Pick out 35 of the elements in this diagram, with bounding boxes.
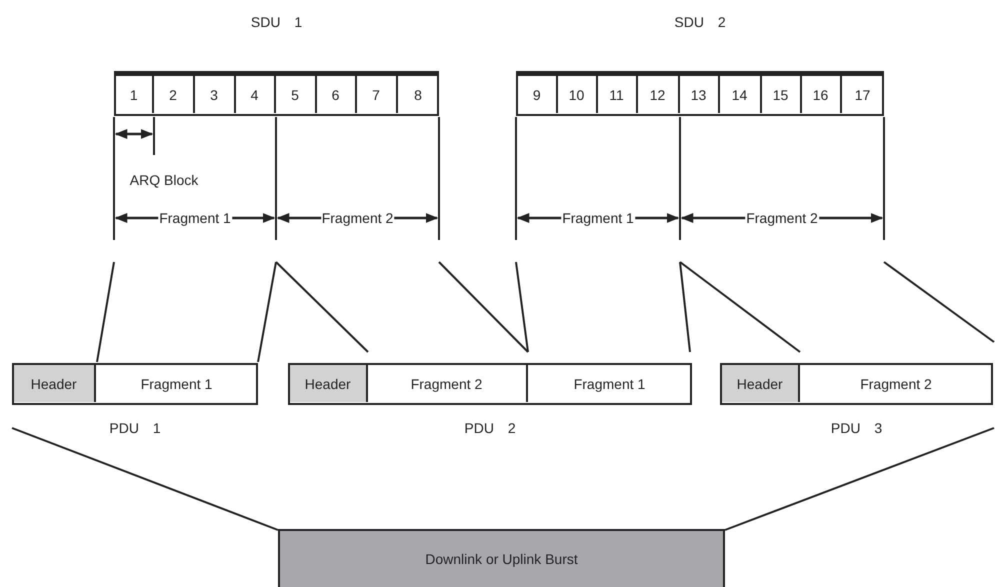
dimension-label: Fragment 2	[745, 210, 819, 226]
dimension-label: Fragment 2	[320, 210, 394, 226]
block-number: 15	[762, 73, 802, 113]
block-number: 11	[598, 73, 638, 113]
dimension-label: Fragment 1	[561, 210, 635, 226]
burst-box: Downlink or Uplink Burst	[278, 529, 725, 587]
block-number: 16	[802, 73, 842, 113]
block-number: 8	[398, 73, 438, 113]
block-number: 2	[154, 73, 194, 113]
fragment-field: Fragment 2	[368, 365, 528, 402]
sdu-title: SDU 1	[250, 14, 304, 30]
dimension-label: ARQ Block	[128, 172, 200, 188]
block-number: 5	[276, 73, 316, 113]
fragment-field: Fragment 2	[800, 365, 992, 402]
block-number: 14	[720, 73, 762, 113]
header-field: Header	[722, 365, 800, 402]
header-field: Header	[290, 365, 368, 402]
fragment-field: Fragment 1	[96, 365, 258, 402]
block-number: 6	[316, 73, 356, 113]
pdu-title: PDU 2	[463, 420, 517, 436]
block-number: 1	[116, 73, 154, 113]
sdu-title: SDU 2	[673, 14, 727, 30]
pdu-title: PDU 3	[830, 420, 884, 436]
dimension-label: Fragment 1	[158, 210, 232, 226]
header-field: Header	[14, 365, 96, 402]
block-number: 12	[638, 73, 680, 113]
block-number: 10	[558, 73, 598, 113]
block-number: 3	[194, 73, 236, 113]
block-number: 17	[842, 73, 884, 113]
fragment-field: Fragment 1	[528, 365, 692, 402]
block-number: 13	[680, 73, 720, 113]
block-number: 9	[518, 73, 558, 113]
pdu-title: PDU 1	[108, 420, 162, 436]
block-number: 7	[356, 73, 398, 113]
block-number: 4	[236, 73, 276, 113]
